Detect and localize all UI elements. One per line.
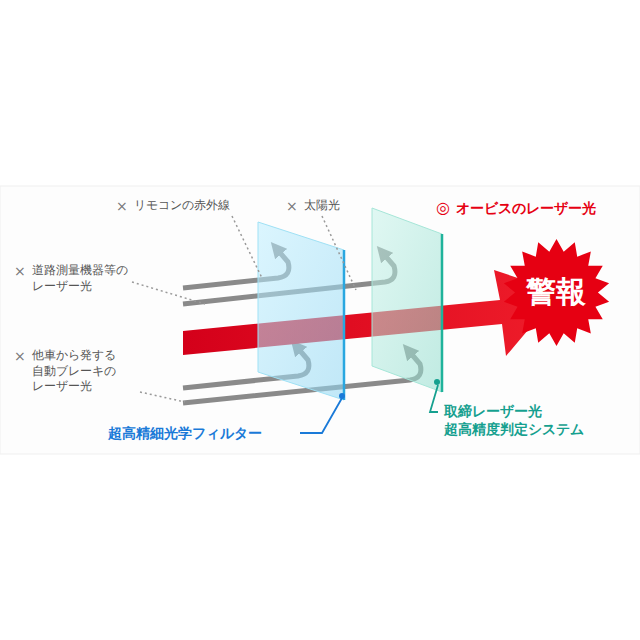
background-band — [0, 186, 640, 454]
ray-label: リモコンの赤外線 — [134, 198, 230, 214]
ray-label: 道路測量機器等の レーザー光 — [32, 263, 136, 294]
judgement-system-panel — [372, 208, 442, 392]
reject-mark: × — [116, 197, 128, 215]
ray-label: オービスのレーザー光 — [456, 199, 596, 217]
leader-lines — [132, 216, 356, 402]
system-leader — [430, 385, 438, 412]
component-label: 取締レーザー光 超高精度判定システム — [444, 402, 614, 438]
alarm-starburst: 警報 — [502, 238, 611, 347]
optical-filter-panel — [258, 222, 344, 400]
alarm-text: 警報 — [526, 272, 586, 313]
reject-mark: × — [14, 347, 26, 365]
accept-mark: ◎ — [436, 198, 450, 219]
filter-leader — [300, 398, 342, 433]
reject-mark: × — [14, 262, 26, 280]
ray-label: 他車から発する 自動ブレーキの レーザー光 — [32, 348, 136, 395]
ray-label: 太陽光 — [304, 198, 340, 214]
component-label: 超高精細光学フィルター — [108, 424, 262, 442]
reject-mark: × — [286, 197, 298, 215]
